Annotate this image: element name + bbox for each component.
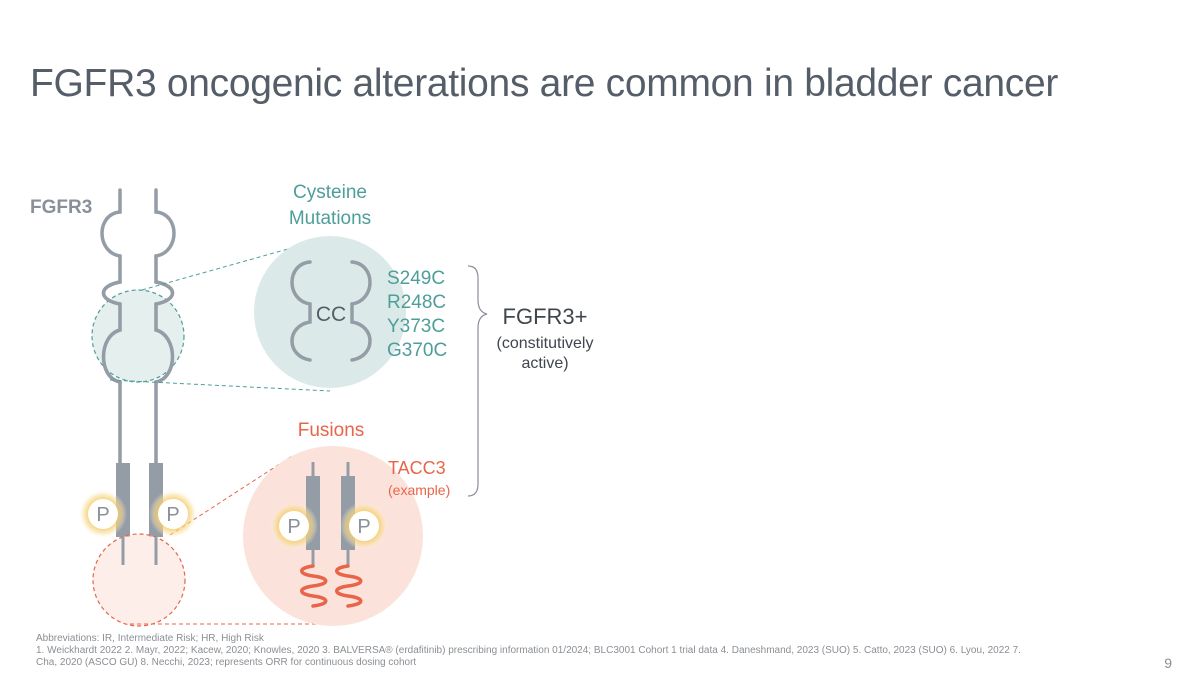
- mutation-item: S249C: [387, 268, 445, 289]
- receptor-label: FGFR3: [30, 197, 92, 218]
- footnote-references-2: Cha, 2020 (ASCO GU) 8. Necchi, 2023; rep…: [36, 657, 417, 668]
- cysteine-heading-line1: Cysteine: [293, 182, 367, 203]
- receptor-overlay: [101, 280, 175, 384]
- phospho-site-right: P: [149, 490, 197, 538]
- phospho-label: P: [166, 504, 179, 526]
- phospho-label: P: [357, 516, 370, 538]
- cysteine-heading-line2: Mutations: [289, 208, 371, 229]
- fusions-heading: Fusions: [298, 420, 365, 441]
- slide-title: FGFR3 oncogenic alterations are common i…: [30, 62, 1059, 105]
- footnote-references-1: 1. Weickhardt 2022 2. Mayr, 2022; Kacew,…: [36, 645, 1021, 656]
- fusion-region-highlight: [92, 533, 186, 627]
- cysteine-leader-bottom: [109, 379, 331, 392]
- outcome-note-line1: (constitutively: [497, 335, 594, 352]
- mutation-region-highlight: [91, 289, 185, 383]
- fusion-partner-label: TACC3: [388, 458, 446, 478]
- mutation-item: G370C: [387, 340, 447, 361]
- cysteine-zoom-receptor: [290, 260, 372, 362]
- footnote-abbreviations: Abbreviations: IR, Intermediate Risk; HR…: [36, 633, 264, 644]
- cell-membrane: [28, 396, 254, 454]
- footnotes: Abbreviations: IR, Intermediate Risk; HR…: [36, 633, 1076, 669]
- tacc3-coiled-coil: [300, 564, 363, 608]
- outcome-label: FGFR3+: [503, 304, 588, 329]
- mutation-list: S249C R248C Y373C G370C: [387, 268, 447, 361]
- fusion-partner-note: (example): [388, 482, 450, 498]
- mutation-item: Y373C: [387, 316, 445, 337]
- fusion-zoom-circle: [243, 446, 423, 626]
- disulfide-bond-label: CC: [316, 303, 346, 326]
- phospho-site-fusion-right: P: [340, 502, 388, 550]
- phospho-label: P: [96, 504, 109, 526]
- page-number: 9: [1164, 655, 1172, 671]
- outcome-note-line2: active): [521, 355, 568, 372]
- phospho-site-left: P: [79, 490, 127, 538]
- phospho-site-fusion-left: P: [270, 502, 318, 550]
- outcome-bracket: [467, 265, 488, 497]
- phospho-label: P: [287, 516, 300, 538]
- mutation-item: R248C: [387, 292, 446, 313]
